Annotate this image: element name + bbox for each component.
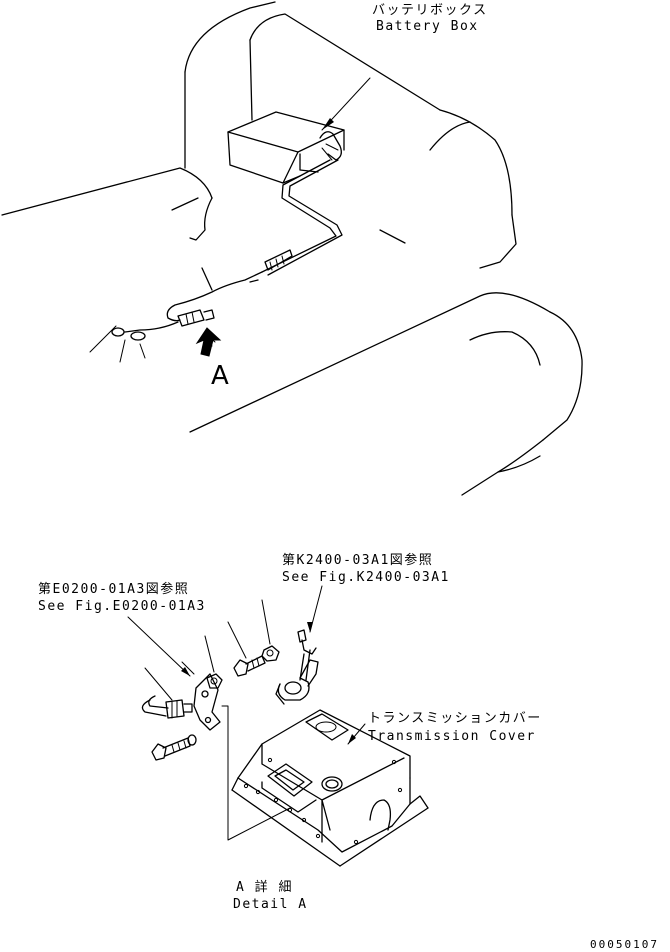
sensor-assembly: [141, 599, 319, 761]
battery-box: [227, 111, 345, 184]
machine-body-outline: [1, 1, 583, 496]
detail-a-label-jp: A 詳 細: [236, 879, 293, 895]
battery-cable-routing: [89, 159, 343, 363]
detail-a-label-en: Detail A: [233, 897, 308, 912]
transmission-cover-label-jp: トランスミッションカバー: [368, 711, 542, 726]
ref1-label-jp: 第E0200-01A3図参照: [38, 581, 189, 597]
ref2-leader: [307, 585, 323, 633]
battery-box-label-en: Battery Box: [376, 19, 479, 34]
detail-a-bracket-line: [221, 705, 291, 841]
ref2-label-en: See Fig.K2400-03A1: [282, 570, 450, 585]
ref2-label-jp: 第K2400-03A1図参照: [282, 552, 433, 568]
drawing-code: 00050107: [590, 938, 659, 951]
view-a-label: A: [211, 361, 229, 391]
battery-box-leader: [321, 77, 371, 131]
ref1-label-en: See Fig.E0200-01A3: [38, 599, 206, 614]
ref1-leader: [127, 616, 195, 677]
battery-box-label-jp: バッテリボックス: [372, 3, 488, 18]
transmission-cover-label-en: Transmission Cover: [368, 729, 536, 744]
transmission-cover-leader: [347, 723, 366, 745]
